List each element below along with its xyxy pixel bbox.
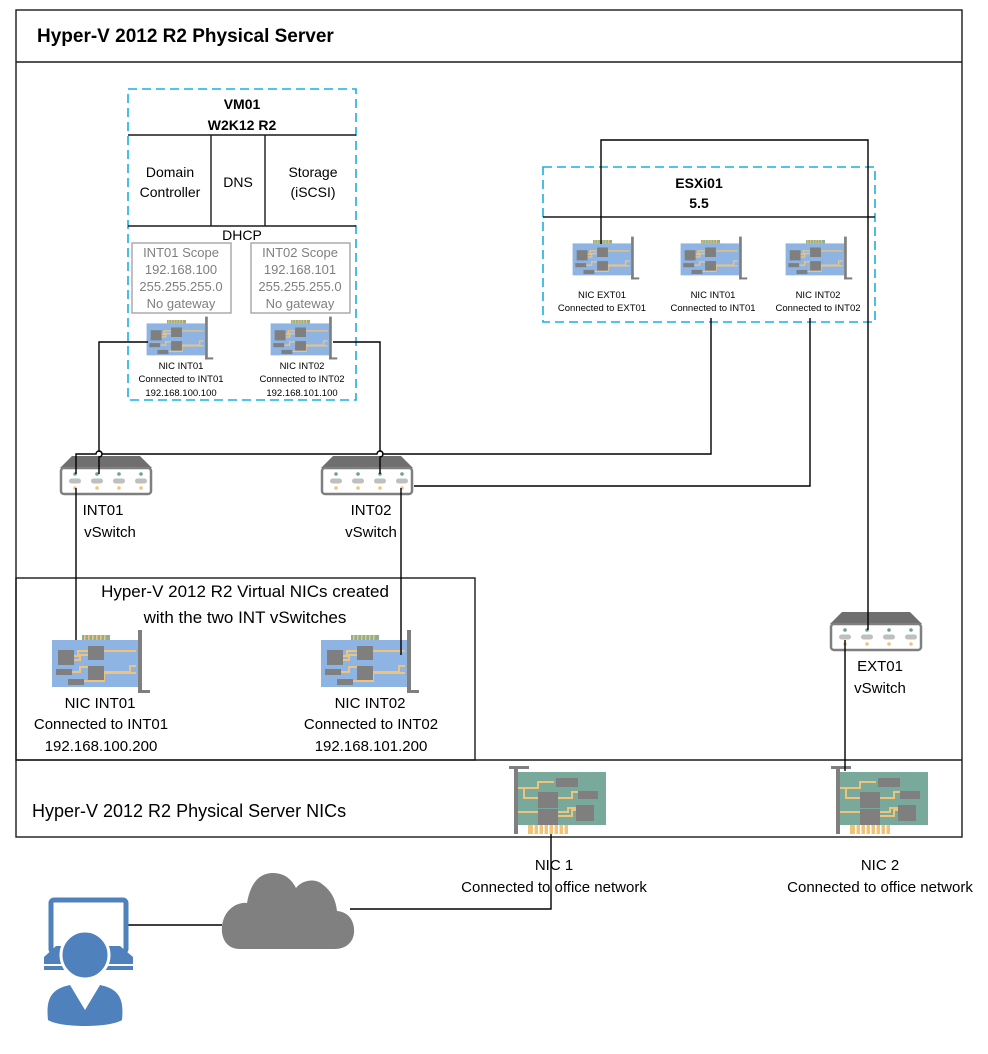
dhcp-scope-int01: INT01 Scope 192.168.100 255.255.255.0 No… [131,242,232,314]
role-storage-line1: Storage [288,164,337,180]
esxi01-version: 5.5 [689,195,709,211]
physical-nic-1-connection: Connected to office network [461,879,647,896]
network-card-icon [679,235,748,281]
network-card-icon [145,315,214,361]
wire-nic1-to-cloud [350,834,552,910]
network-switch-icon [319,454,415,496]
scope-gateway: No gateway [266,296,335,311]
vm-nic-int01-name: NIC INT01 [159,361,204,372]
network-card-icon [508,765,607,835]
esxi-nic-ext01-name: NIC EXT01 [578,290,626,301]
vswitch-int02[interactable]: INT02 vSwitch [319,454,415,541]
network-card-icon [269,315,338,361]
host-vnic-int01-ip: 192.168.100.200 [45,738,158,755]
role-storage-line2: (iSCSI) [290,184,335,200]
physical-nic-2-name: NIC 2 [861,857,899,874]
vm-nic-int02-name: NIC INT02 [280,361,325,372]
network-card-icon [784,235,853,281]
network-card-icon [51,629,151,694]
network-card-icon [320,629,420,694]
vswitch-int02-type: vSwitch [345,524,397,541]
network-card-icon [571,235,640,281]
scope-name: INT01 Scope [143,245,219,260]
vm01-name: VM01 [224,96,261,112]
scope-mask: 255.255.255.0 [139,279,222,294]
role-dns: DNS [223,174,253,190]
host-vnic-int02-ip: 192.168.101.200 [315,738,428,755]
laptop-user-icon [44,897,133,1026]
vm01-os: W2K12 R2 [208,117,277,133]
vswitch-int02-name: INT02 [351,502,392,519]
vm-nic-int02-ip: 192.168.101.100 [266,388,337,399]
role-domain-line1: Domain [146,164,194,180]
wire-int01-to-esxi-nic-int01 [75,318,712,474]
vswitch-int01[interactable]: INT01 vSwitch [58,454,154,541]
network-switch-icon [828,610,924,652]
vswitch-ext01[interactable]: EXT01 vSwitch [828,610,924,697]
physical-nic-2-connection: Connected to office network [787,879,973,896]
role-domain-line2: Controller [140,184,201,200]
server-title: Hyper-V 2012 R2 Physical Server [37,26,334,47]
physical-nic-1[interactable]: NIC 1 Connected to office network [461,765,647,896]
dhcp-label: DHCP [222,227,262,243]
wire-esxi-nic-ext01-to-ext01 [600,139,869,630]
virtual-nics-title-line2: with the two INT vSwitches [143,608,347,627]
host-vnic-int02-name: NIC INT02 [335,695,406,712]
physical-nic-2[interactable]: NIC 2 Connected to office network [787,765,973,896]
esxi-nic-int01-name: NIC INT01 [691,290,736,301]
esxi-nic-int01-connection: Connected to INT01 [670,303,755,314]
esxi-nic-int02-connection: Connected to INT02 [775,303,860,314]
connection-wires [75,139,869,926]
scope-gateway: No gateway [147,296,216,311]
network-card-icon [830,765,929,835]
vm-nic-int01-ip: 192.168.100.100 [145,388,216,399]
esxi01-name: ESXi01 [675,175,723,191]
esxi-nic-int02-name: NIC INT02 [796,290,841,301]
scope-network: 192.168.101 [264,262,336,277]
physical-nic-1-name: NIC 1 [535,857,573,874]
wire-int02-to-esxi-nic-int02 [414,318,811,487]
vm-nic-int02-connection: Connected to INT02 [259,374,344,385]
vswitch-ext01-type: vSwitch [854,680,906,697]
esxi01-box[interactable]: ESXi01 5.5 NIC EXT01 Connected to EXT01 … [542,166,876,323]
vswitch-ext01-name: EXT01 [857,658,903,675]
scope-mask: 255.255.255.0 [258,279,341,294]
physical-server-frame [15,9,963,838]
dhcp-scope-int02: INT02 Scope 192.168.101 255.255.255.0 No… [250,242,351,314]
host-vnic-int02-connection: Connected to INT02 [304,716,438,733]
network-switch-icon [58,454,154,496]
esxi-nic-ext01-connection: Connected to EXT01 [558,303,646,314]
virtual-nics-title-line1: Hyper-V 2012 R2 Virtual NICs created [101,582,389,601]
vm01-box[interactable]: VM01 W2K12 R2 Domain Controller DNS Stor… [127,88,357,401]
vswitch-int01-name: INT01 [83,502,124,519]
host-vnic-int01-connection: Connected to INT01 [34,716,168,733]
scope-network: 192.168.100 [145,262,217,277]
scope-name: INT02 Scope [262,245,338,260]
host-vnic-int01-name: NIC INT01 [65,695,136,712]
vswitch-int01-type: vSwitch [84,524,136,541]
vm-nic-int01-connection: Connected to INT01 [138,374,223,385]
cloud-icon [221,873,355,949]
physical-nics-title: Hyper-V 2012 R2 Physical Server NICs [32,801,346,821]
